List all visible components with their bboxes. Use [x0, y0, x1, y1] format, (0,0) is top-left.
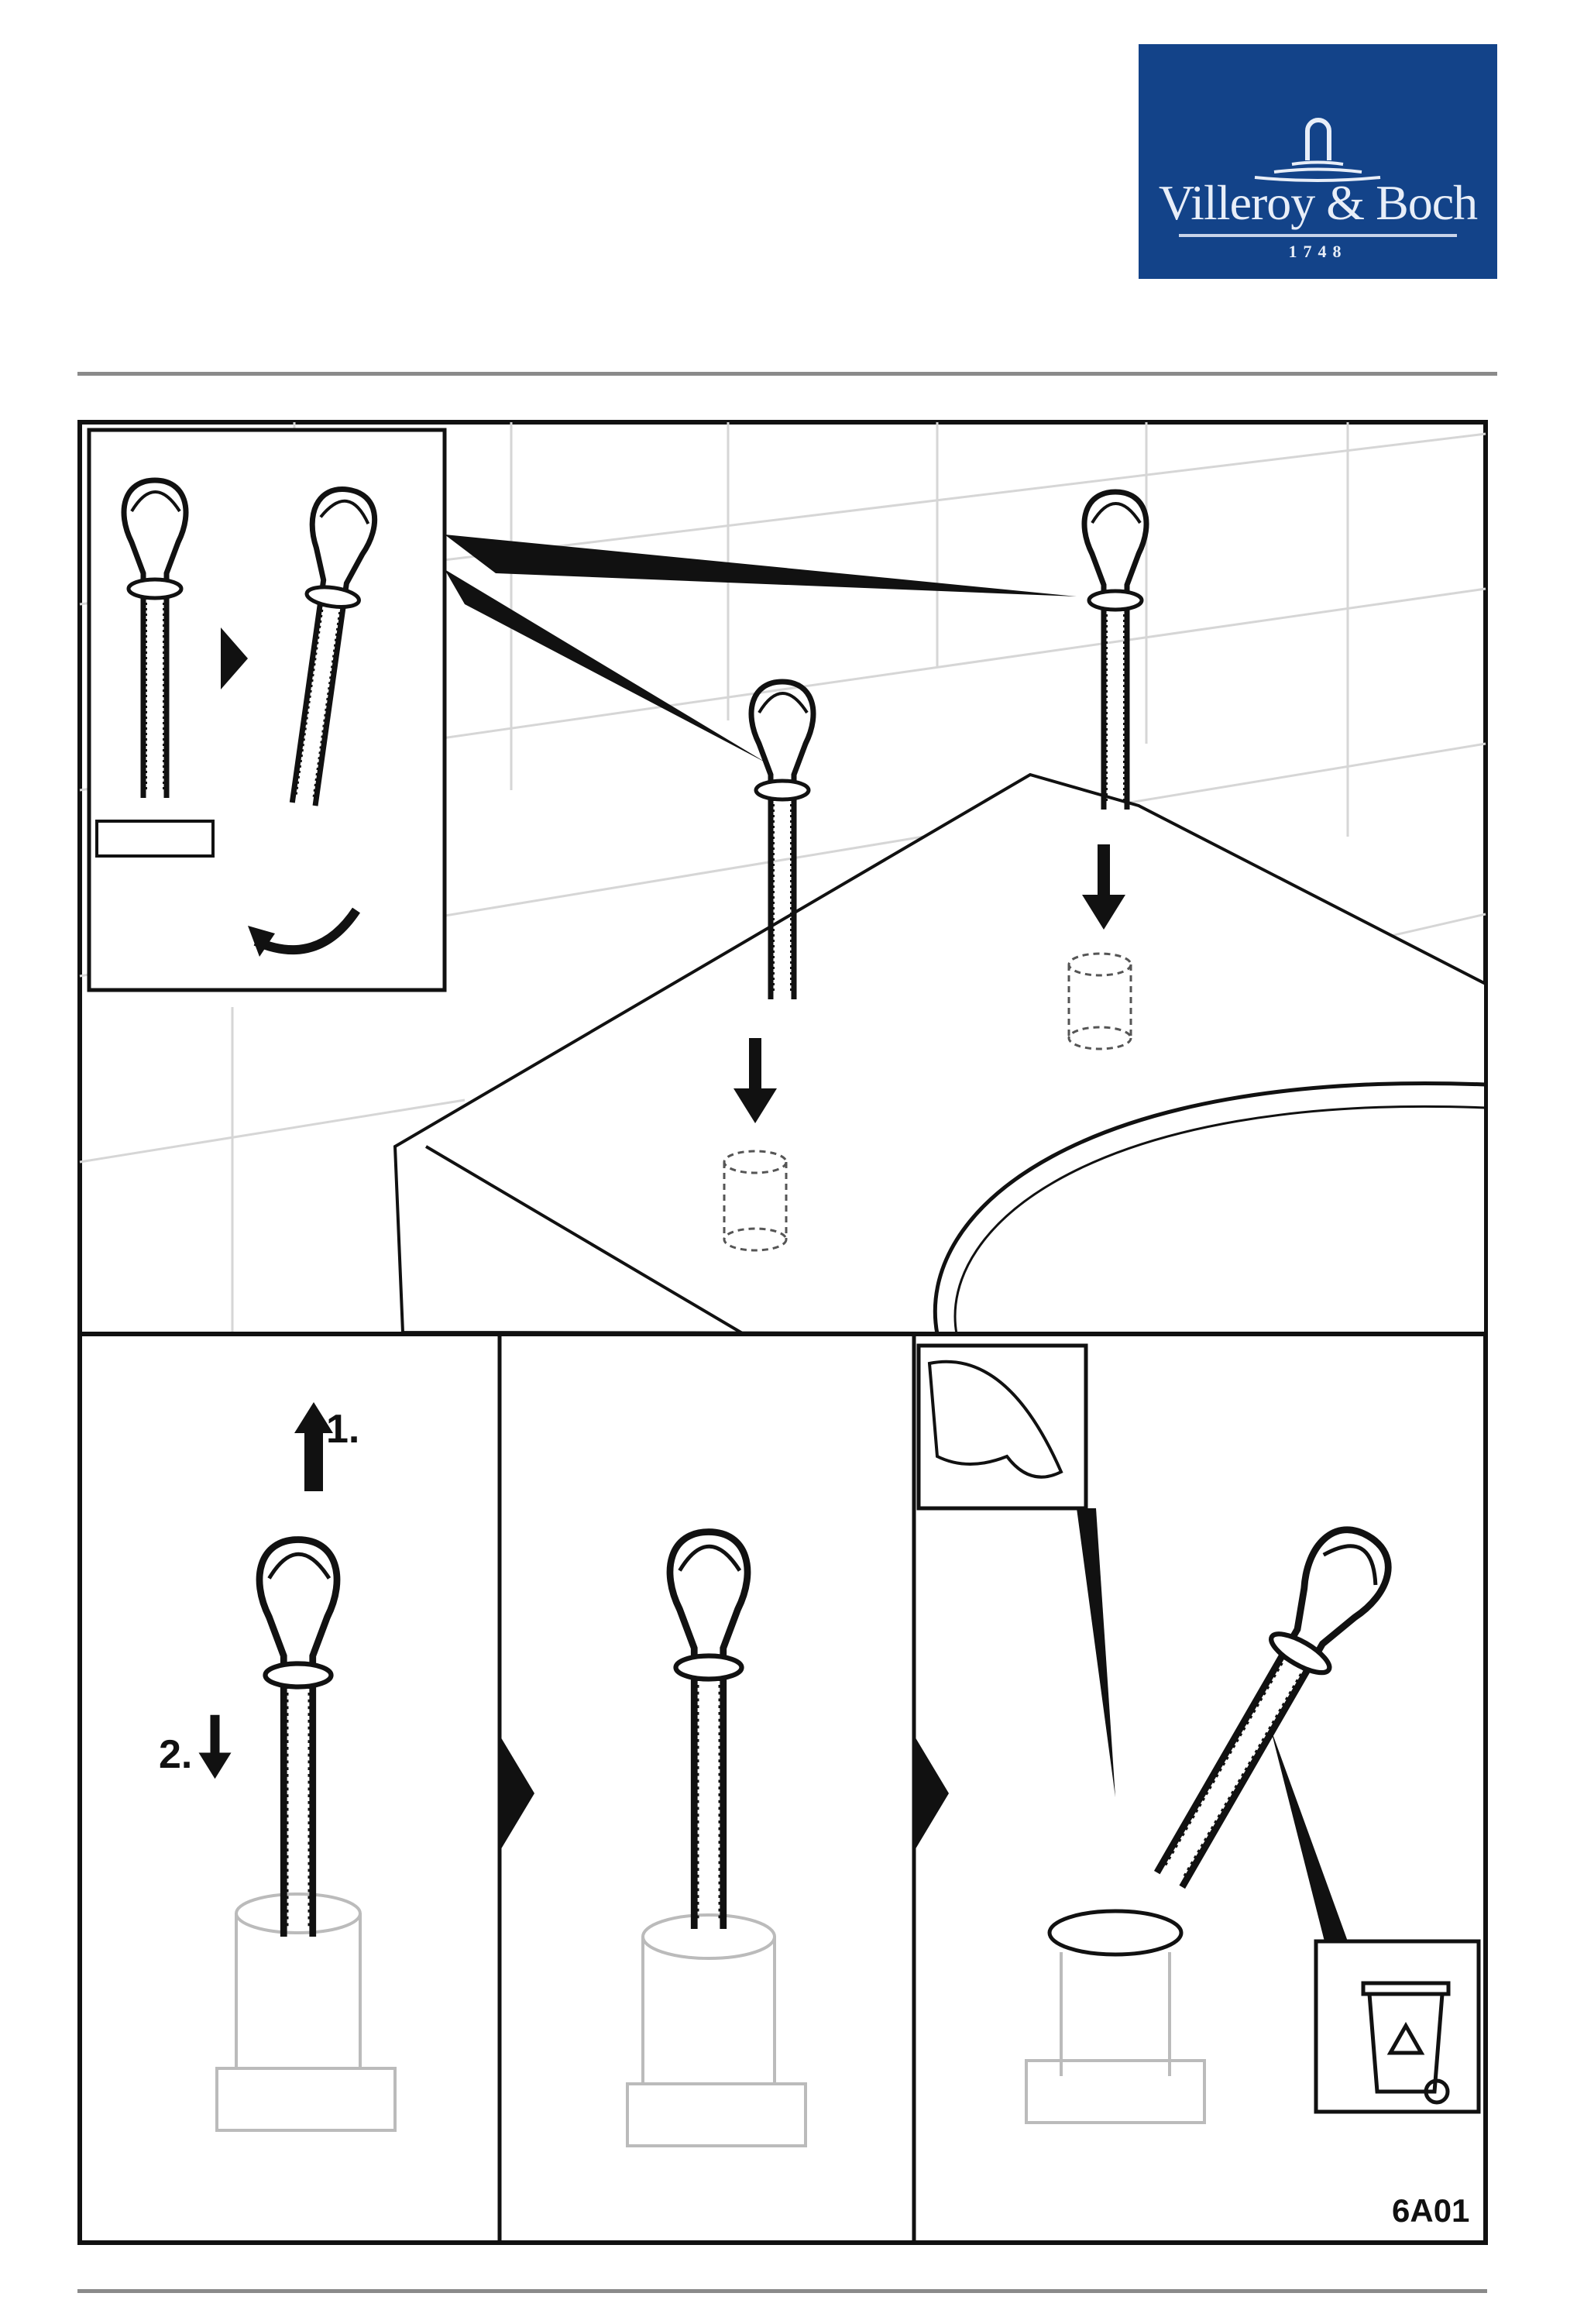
top-divider	[77, 372, 1497, 376]
arrow-down-icon	[198, 1714, 232, 1779]
recycle-inset	[1314, 1939, 1481, 2114]
detail-inset	[87, 428, 447, 992]
panel-remove-clip	[916, 1343, 1481, 2124]
logo-brand-text: Villeroy & Boch	[1158, 175, 1478, 230]
logo-year: 1748	[1288, 242, 1348, 261]
play-triangle-icon	[221, 627, 248, 689]
mounting-holes	[723, 952, 1132, 1252]
retaining-ring	[1047, 1909, 1184, 1957]
arrow-up-icon	[294, 1402, 333, 1491]
fountain-logo-icon	[1254, 118, 1381, 182]
bottom-divider	[77, 2289, 1487, 2293]
logo-underline	[1179, 234, 1457, 237]
panel-remove-ring	[198, 1402, 397, 2132]
villeroy-boch-logo: Villeroy & Boch 1748	[1139, 44, 1497, 279]
installed-clip-right	[1084, 492, 1146, 810]
play-triangle-icon	[914, 1735, 949, 1851]
figure-code: 6A01	[1392, 2192, 1470, 2229]
step-label-1: 1.	[326, 1407, 360, 1452]
hand-icon	[927, 1360, 1063, 1479]
basin	[393, 772, 1487, 1336]
rotate-arrow-icon	[253, 907, 360, 955]
play-triangle-icon	[500, 1735, 534, 1851]
panel-clip-seated	[626, 1532, 807, 2147]
step-label-2: 2.	[159, 1732, 193, 1777]
recycle-bin-icon	[1361, 1981, 1451, 2105]
